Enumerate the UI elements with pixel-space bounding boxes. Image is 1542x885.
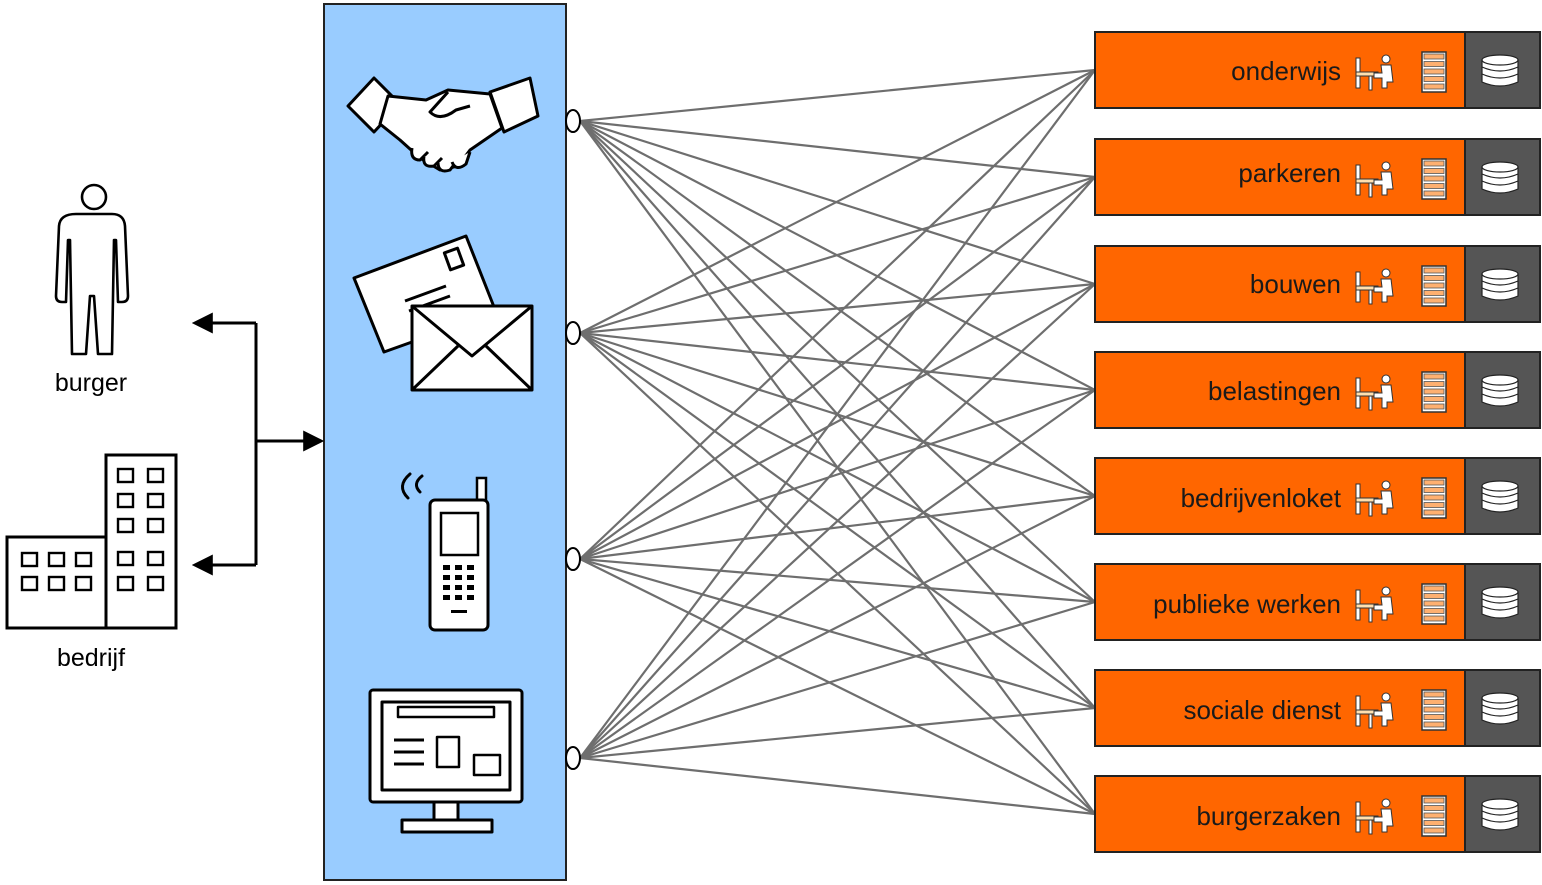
actor-label-bedrijf: bedrijf: [57, 644, 125, 672]
database-icon: [1464, 351, 1541, 429]
department-bar: [1094, 245, 1466, 323]
office-worker-icon: [1355, 268, 1394, 305]
connection-line: [579, 176, 1096, 560]
department-bar: [1094, 351, 1466, 429]
department-label: bouwen: [1250, 269, 1341, 299]
database-icon: [1464, 563, 1541, 641]
department-row-bedrijvenloket: bedrijvenloket: [1094, 457, 1541, 535]
connection-line: [579, 175, 1096, 335]
department-bar: [1094, 669, 1466, 747]
office-worker-icon: [1355, 54, 1394, 91]
department-row-onderwijs: onderwijs: [1094, 31, 1541, 109]
department-list: onderwijs parkeren bouwen belastingen be…: [1094, 31, 1541, 853]
database-icon: [1464, 245, 1541, 323]
office-worker-icon: [1355, 374, 1394, 411]
department-row-parkeren: parkeren: [1094, 138, 1541, 216]
server-rack-icon: [1421, 51, 1447, 93]
connection-line: [579, 331, 1096, 392]
server-rack-icon: [1421, 795, 1447, 837]
computer-monitor-icon: [368, 688, 524, 834]
mobile-phone-icon: [401, 472, 490, 632]
department-row-burgerzaken: burgerzaken: [1094, 775, 1541, 853]
database-icon: [1464, 138, 1541, 216]
connection-line: [579, 69, 1096, 334]
department-row-bouwen: bouwen: [1094, 245, 1541, 323]
connection-line: [579, 756, 1096, 816]
connection-line: [579, 389, 1096, 759]
office-worker-icon: [1355, 480, 1394, 517]
connection-line: [579, 557, 1096, 710]
database-icon: [1464, 457, 1541, 535]
connection-line: [579, 706, 1096, 760]
database-icon: [1464, 669, 1541, 747]
database-icon: [1464, 775, 1541, 853]
connection-line: [579, 282, 1096, 335]
connection-line: [579, 69, 1096, 759]
department-bar: [1094, 775, 1466, 853]
department-label: bedrijvenloket: [1181, 483, 1342, 513]
actor-label-burger: burger: [55, 369, 127, 397]
channel-port: [565, 547, 581, 571]
department-bar: [1094, 31, 1466, 109]
office-worker-icon: [1355, 586, 1394, 623]
channel-department-connections: [579, 68, 1096, 816]
office-worker-icon: [1355, 692, 1394, 729]
department-bar: [1094, 457, 1466, 535]
connection-line: [579, 283, 1096, 759]
department-row-belastingen: belastingen: [1094, 351, 1541, 429]
server-rack-icon: [1421, 689, 1447, 731]
channel-ports: [565, 109, 581, 770]
server-rack-icon: [1421, 371, 1447, 413]
department-bar: [1094, 563, 1466, 641]
department-label: burgerzaken: [1196, 801, 1341, 831]
person-icon: [54, 183, 130, 356]
department-label: belastingen: [1208, 376, 1341, 406]
connection-line: [579, 494, 1096, 561]
department-label: onderwijs: [1231, 56, 1341, 86]
database-icon: [1464, 31, 1541, 109]
department-bar: [1094, 138, 1466, 216]
connection-line: [579, 495, 1096, 759]
department-row-sociale-dienst: sociale dienst: [1094, 669, 1541, 747]
server-rack-icon: [1421, 265, 1447, 307]
server-rack-icon: [1421, 477, 1447, 519]
connection-line: [579, 388, 1096, 561]
connection-line: [579, 283, 1096, 560]
actor-connector: [191, 312, 325, 576]
connection-line: [579, 558, 1096, 815]
channel-port: [565, 321, 581, 345]
department-row-publieke-werken: publieke werken: [1094, 563, 1541, 641]
connection-line: [579, 600, 1096, 760]
connection-line: [579, 69, 1096, 560]
connection-line: [579, 68, 1096, 123]
mail-envelope-icon: [352, 234, 534, 392]
department-label: sociale dienst: [1183, 695, 1341, 725]
connection-line: [579, 119, 1096, 179]
channel-port: [565, 746, 581, 770]
office-worker-icon: [1355, 798, 1394, 835]
office-building-icon: [5, 453, 178, 630]
server-rack-icon: [1421, 583, 1447, 625]
channel-port: [565, 109, 581, 133]
connection-line: [579, 176, 1096, 759]
department-label: parkeren: [1238, 158, 1341, 188]
server-rack-icon: [1421, 158, 1447, 200]
office-worker-icon: [1355, 161, 1394, 198]
department-label: publieke werken: [1153, 589, 1341, 619]
handshake-icon: [346, 76, 540, 173]
connection-line: [579, 557, 1096, 604]
